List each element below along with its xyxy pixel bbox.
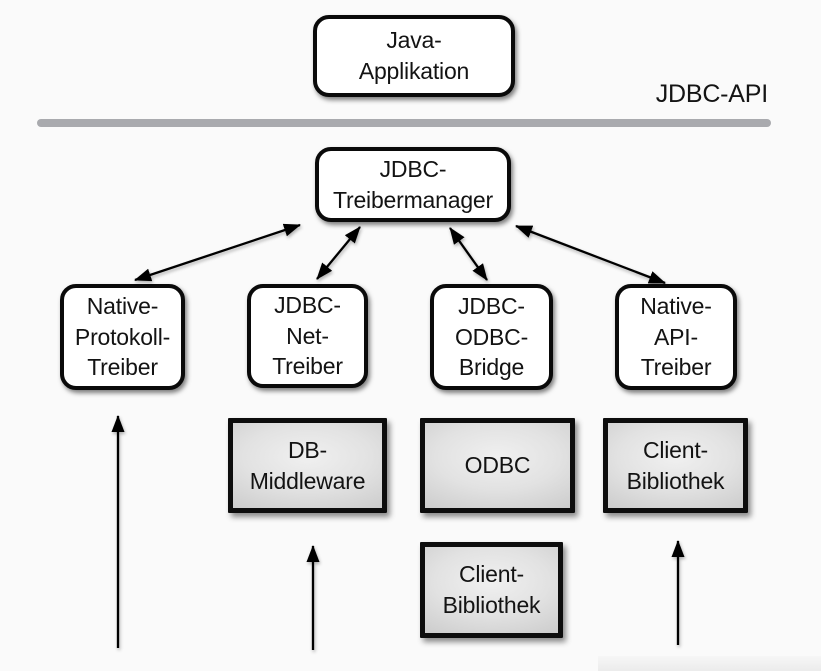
- jdbc-api-divider-line: [37, 119, 771, 127]
- node-jdbc-net-treiber-label: JDBC- Net- Treiber: [272, 291, 343, 380]
- node-jdbc-odbc-bridge-label: JDBC- ODBC- Bridge: [454, 292, 529, 381]
- arrow-treibermanager-native-protokoll: [134, 223, 301, 282]
- node-client-bibliothek-native: Client- Bibliothek: [603, 418, 748, 513]
- node-native-protokoll-treiber-label: Native- Protokoll- Treiber: [74, 292, 171, 381]
- node-native-api-treiber: Native- API- Treiber: [615, 284, 737, 390]
- arrow-treibermanager-jdbc-net: [316, 226, 361, 280]
- arrow-treibermanager-jdbc-odbc: [449, 227, 488, 281]
- node-jdbc-treibermanager-label: JDBC- Treibermanager: [333, 155, 493, 213]
- node-jdbc-odbc-bridge: JDBC- ODBC- Bridge: [430, 284, 553, 390]
- arrow-treibermanager-native-api: [515, 224, 666, 285]
- jdbc-api-label: JDBC-API: [655, 80, 769, 108]
- node-client-bibliothek-odbc: Client- Bibliothek: [420, 542, 563, 638]
- node-java-application-label: Java- Applikation: [358, 27, 470, 84]
- node-jdbc-net-treiber: JDBC- Net- Treiber: [247, 284, 368, 388]
- node-db-middleware: DB- Middleware: [228, 418, 387, 513]
- node-client-bibliothek-odbc-label: Client- Bibliothek: [442, 561, 541, 618]
- node-jdbc-treibermanager: JDBC- Treibermanager: [315, 147, 511, 222]
- cropped-box-edge: [598, 656, 821, 671]
- node-odbc-label: ODBC: [464, 452, 531, 479]
- node-db-middleware-label: DB- Middleware: [249, 436, 366, 494]
- node-native-protokoll-treiber: Native- Protokoll- Treiber: [60, 284, 185, 390]
- node-java-application: Java- Applikation: [313, 15, 515, 97]
- node-client-bibliothek-native-label: Client- Bibliothek: [626, 436, 725, 494]
- node-odbc: ODBC: [420, 418, 575, 513]
- node-native-api-treiber-label: Native- API- Treiber: [640, 292, 712, 381]
